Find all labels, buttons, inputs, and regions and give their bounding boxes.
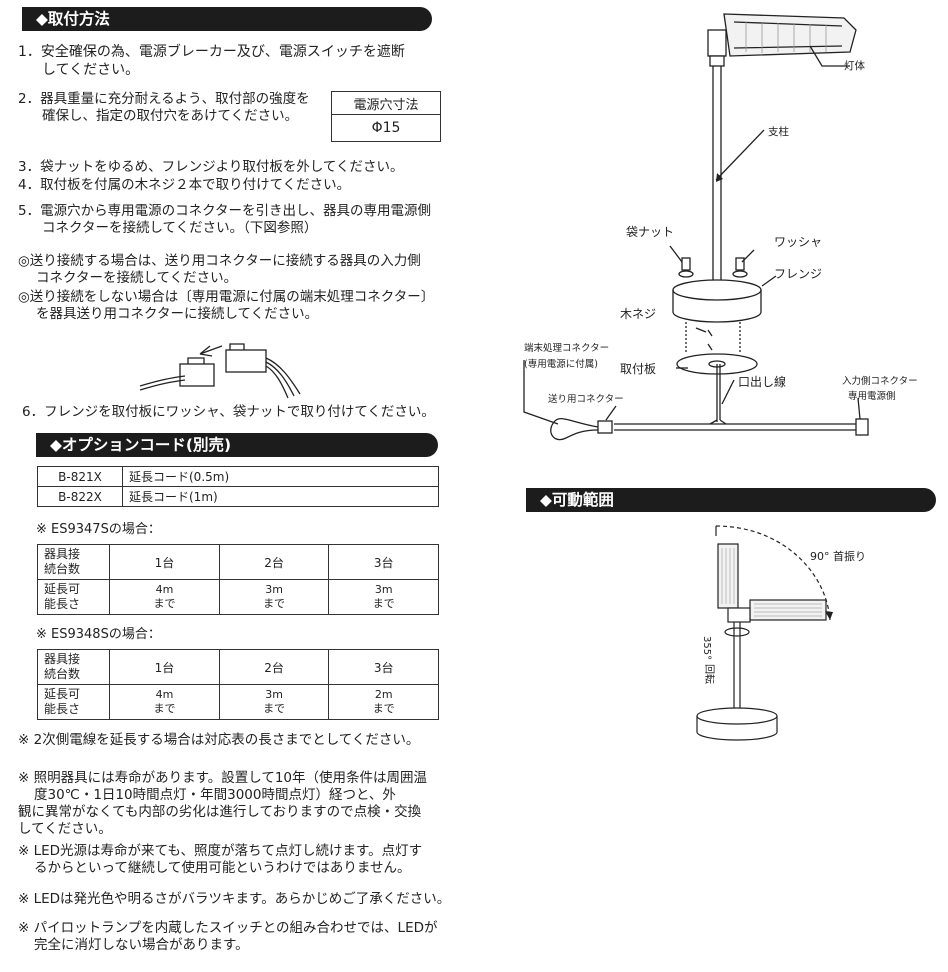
label-input-conn-1: 入力側コネクター	[842, 376, 918, 387]
note-led-life-b: るからといって継続して使用可能というわけではありません。	[34, 860, 411, 876]
label-input-conn-2: 専用電源側	[848, 391, 896, 402]
note-lifetime-d: してください。	[18, 821, 112, 837]
units-label: 器具接続台数	[36, 544, 111, 580]
movable-range-diagram	[696, 525, 833, 741]
table-row: B-822X 延長コード(1m)	[37, 486, 439, 507]
option-code: B-821X	[37, 466, 123, 487]
length-label: 延長可能長さ	[36, 579, 111, 615]
step-5a: 5．電源穴から専用電源のコネクターを引き出し、器具の専用電源側	[18, 203, 432, 219]
col-2: 2台	[218, 649, 330, 685]
table-row: 器具接続台数 1台 2台 3台	[36, 544, 439, 580]
rotate-degree-label: 355°	[701, 636, 712, 661]
option-desc: 延長コード(0.5m)	[122, 466, 439, 487]
step-6: 6．フレンジを取付板にワッシャ、袋ナットで取り付けてください。	[22, 404, 435, 420]
note-nofeed-b: を器具送り用コネクターに接続してください。	[36, 306, 319, 322]
step-5b: コネクターを接続してください。（下図参照）	[42, 220, 318, 236]
options-table: B-821X 延長コード(0.5m) B-822X 延長コード(1m)	[37, 466, 439, 507]
connector-illustration	[139, 343, 301, 399]
step-1a: 1．安全確保の為、電源ブレーカー及び、電源スイッチを遮断	[18, 44, 405, 60]
note-extension: ※ 2次側電線を延長する場合は対応表の長さまでとしてください。	[18, 732, 420, 748]
label-mount-plate: 取付板	[620, 362, 657, 376]
label-cap-nut: 袋ナット	[626, 225, 675, 239]
label-term-conn-1: 端末処理コネクター	[524, 343, 610, 354]
label-fixture: 灯体	[844, 60, 865, 72]
table2-title: ※ ES9348Sの場合：	[36, 627, 161, 642]
label-wood-screw: 木ネジ	[620, 307, 657, 321]
step-1b: してください。	[42, 62, 140, 78]
note-led-variance: ※ LEDは発光色や明るさがバラツキます。あらかじめご了承ください。	[18, 891, 451, 907]
label-feed-conn: 送り用コネクター	[548, 394, 624, 405]
rotate-label: 回転	[703, 664, 714, 684]
table-row: B-821X 延長コード(0.5m)	[37, 466, 439, 487]
step-3: 3．袋ナットをゆるめ、フレンジより取付板を外してください。	[18, 159, 404, 175]
col-3: 3台	[328, 544, 439, 580]
hole-size-table: 電源穴寸法 Φ15	[331, 91, 441, 142]
note-pilot-a: ※ パイロットランプを内蔵したスイッチとの組み合わせでは、LEDが	[18, 920, 438, 936]
installation-diagram	[523, 13, 869, 441]
hole-size-value: Φ15	[331, 114, 441, 142]
label-term-conn-2: (専用電源に付属)	[524, 359, 598, 370]
table1-title: ※ ES9347Sの場合：	[36, 522, 161, 537]
swing-label: 90° 首振り	[810, 550, 866, 563]
note-lifetime-b: 度30℃・1日10時間点灯・年間3000時間点灯）経つと、外	[34, 787, 396, 803]
note-lifetime-c: 観に異常がなくても内部の劣化は進行しておりますので点検・交換	[18, 804, 422, 820]
step-2b: 確保し、指定の取付穴をあけてください。	[42, 108, 299, 124]
options-header: ◆オプションコード(別売)	[36, 433, 438, 457]
note-lifetime-a: ※ 照明器具には寿命があります。設置して10年（使用条件は周囲温	[18, 770, 428, 786]
label-cable-outlet: 口出し線	[738, 375, 787, 389]
step-2a: 2．器具重量に充分耐えるよう、取付部の強度を	[18, 91, 310, 107]
label-pole: 支柱	[768, 126, 789, 138]
col-2: 2台	[218, 544, 330, 580]
install-header: ◆取付方法	[22, 7, 432, 31]
col-3: 3台	[328, 649, 439, 685]
hole-size-title: 電源穴寸法	[331, 91, 441, 115]
option-desc: 延長コード(1m)	[122, 486, 439, 507]
label-flange: フレンジ	[774, 267, 823, 281]
col-1: 1台	[109, 649, 220, 685]
step-4: 4．取付板を付属の木ネジ２本で取り付けてください。	[18, 177, 351, 193]
option-code: B-822X	[37, 486, 123, 507]
note-feed-a: ◎送り接続する場合は、送り用コネクターに接続する器具の入力側	[18, 253, 421, 269]
label-washer: ワッシャ	[774, 235, 823, 249]
range-header: ◆可動範囲	[526, 488, 936, 512]
note-led-life-a: ※ LED光源は寿命が来ても、照度が落ちて点灯し続けます。点灯す	[18, 843, 423, 859]
length-label: 延長可能長さ	[36, 684, 111, 720]
note-feed-b: コネクターを接続してください。	[36, 270, 238, 286]
note-nofeed-a: ◎送り接続をしない場合は〔専用電源に付属の端末処理コネクター〕	[18, 289, 435, 305]
units-label: 器具接続台数	[36, 649, 111, 685]
table-row: 器具接続台数 1台 2台 3台	[36, 649, 439, 685]
note-pilot-b: 完全に消灯しない場合があります。	[34, 937, 249, 953]
col-1: 1台	[109, 544, 220, 580]
